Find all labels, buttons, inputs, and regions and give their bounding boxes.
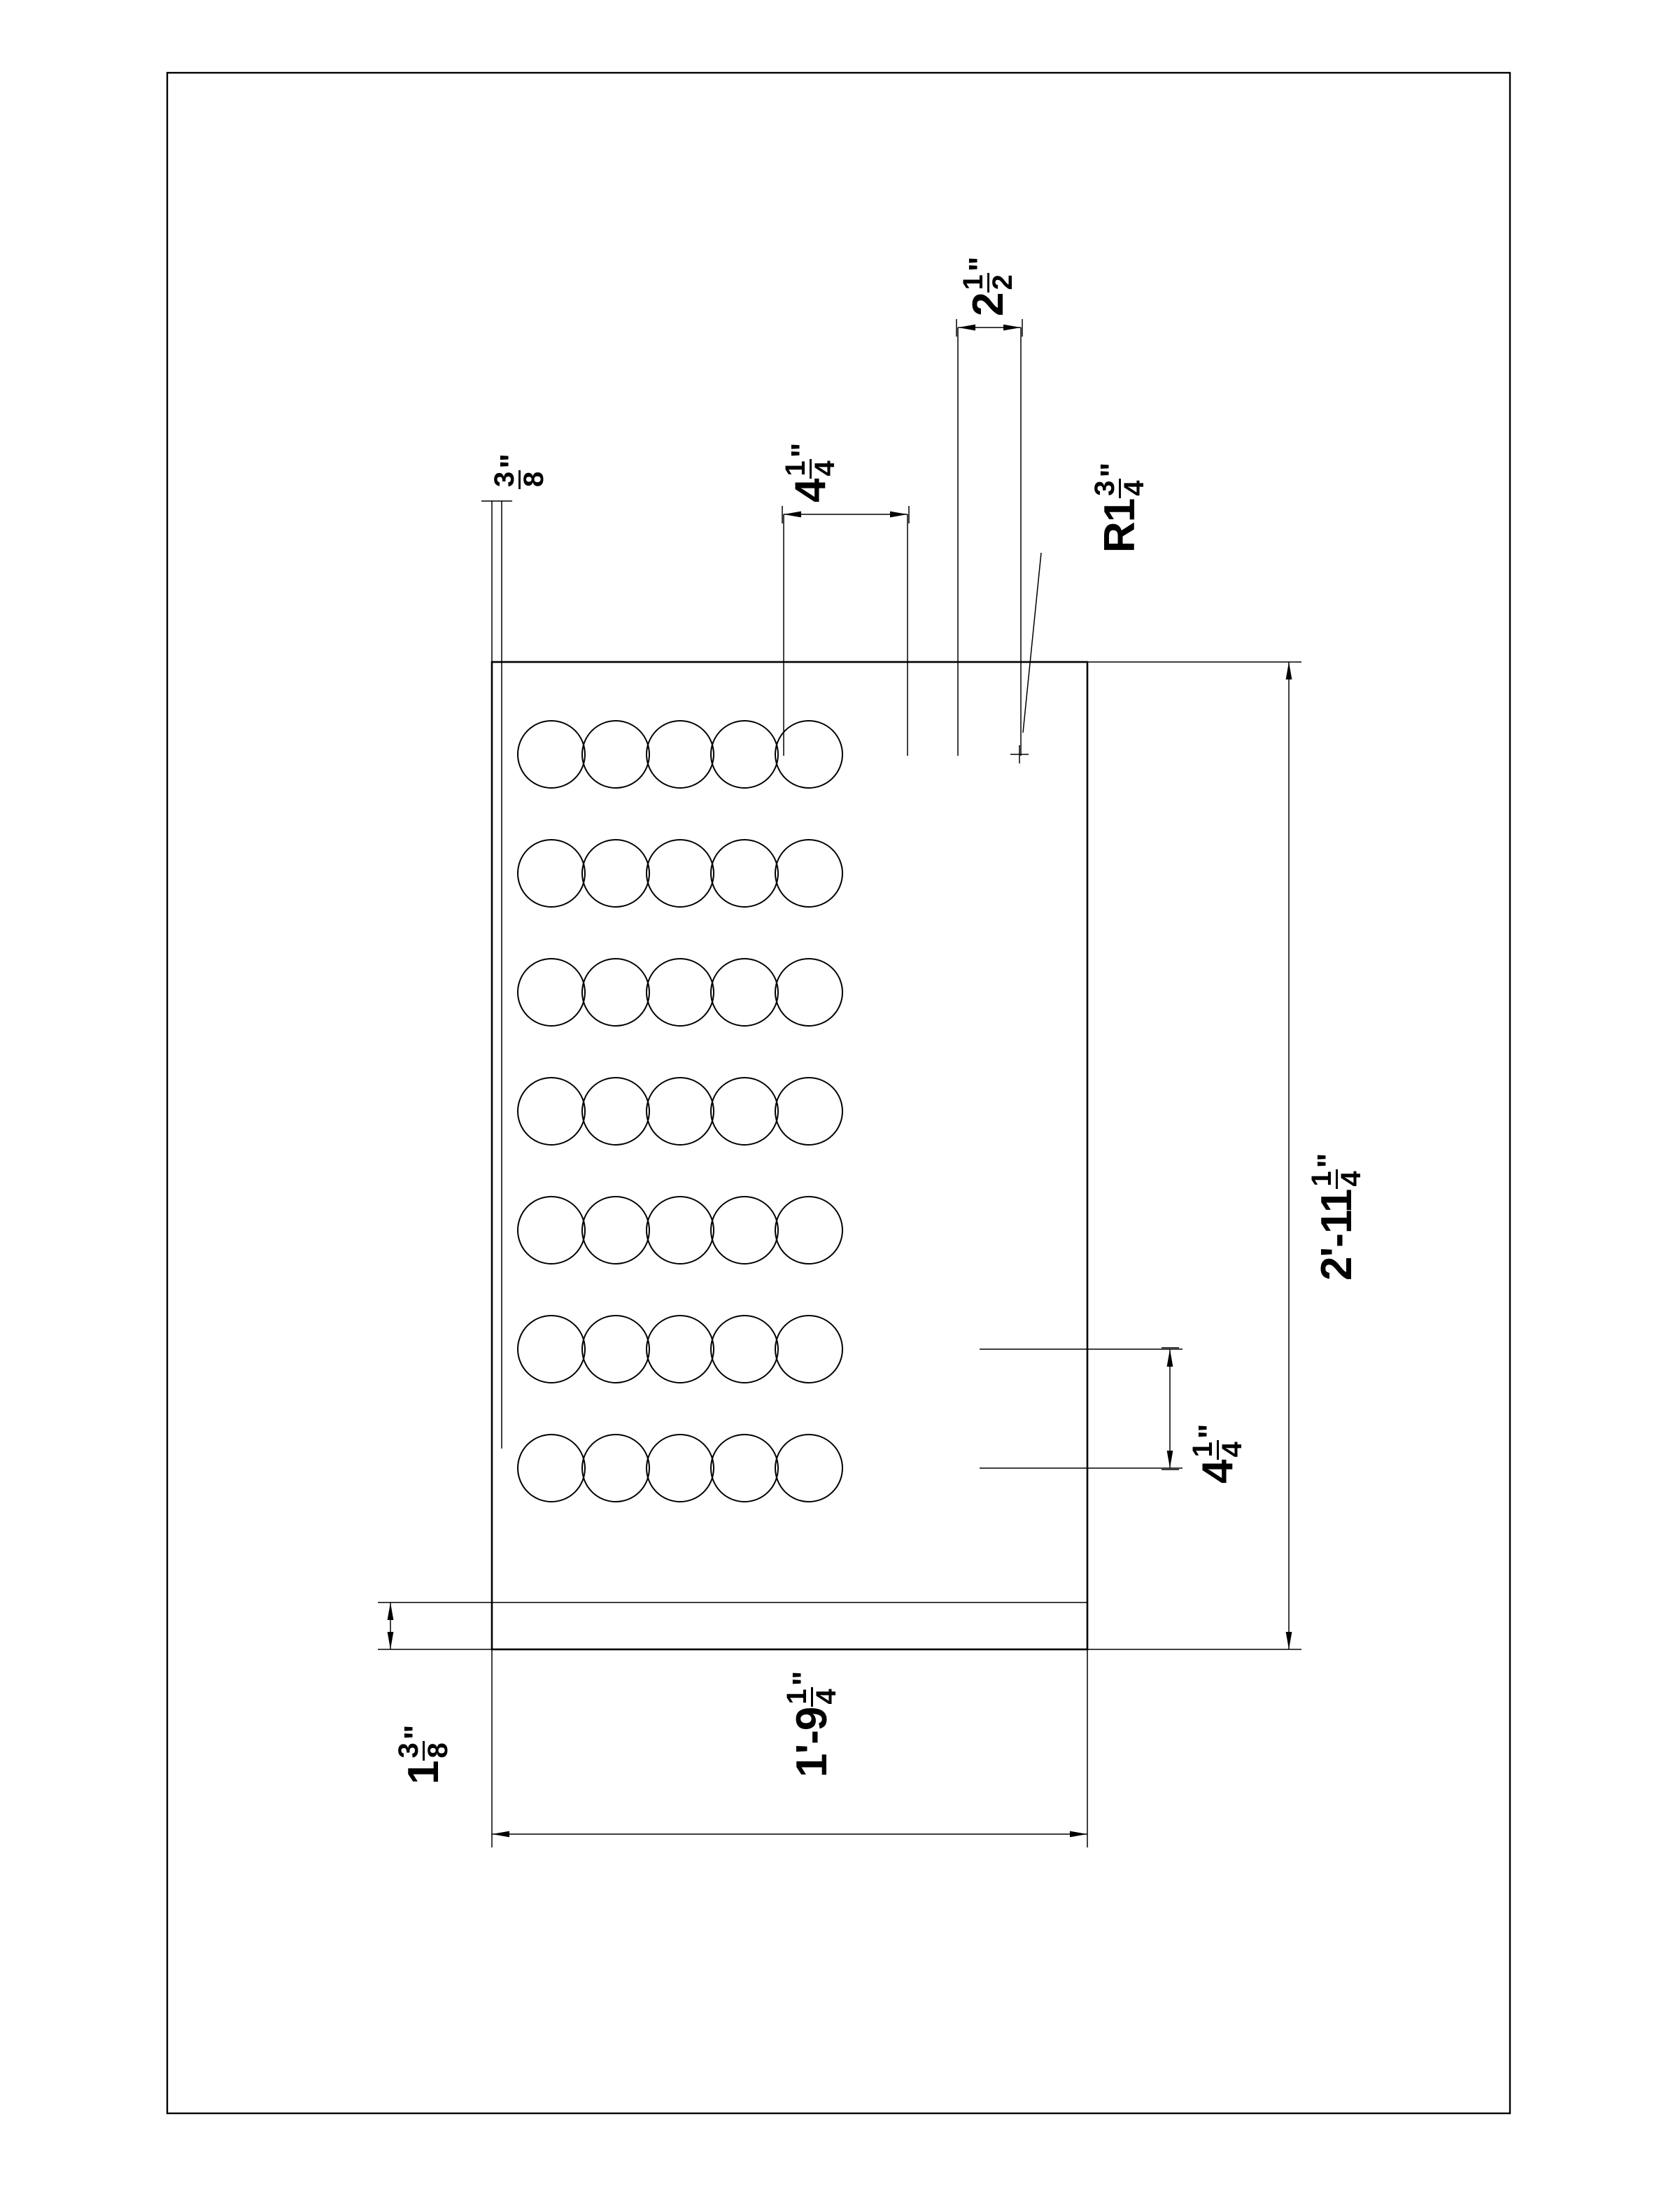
leader-line-radius — [1022, 552, 1042, 733]
hole — [710, 1315, 779, 1383]
dim-inch-mark: " — [1310, 1153, 1347, 1169]
dim-fraction: 3 8 — [489, 470, 549, 489]
hole — [517, 720, 586, 789]
dim-whole-number: 1 — [1095, 498, 1144, 523]
dim-whole-number: 4 — [1193, 1460, 1242, 1484]
dimension-label-edge-margin-top: 3 8 " — [489, 453, 549, 490]
hole — [581, 839, 650, 908]
hole — [710, 1077, 779, 1146]
dim-inch-mark: " — [1191, 1424, 1228, 1439]
hole — [581, 958, 650, 1027]
dim-whole-number: 2 — [963, 293, 1012, 316]
hole — [517, 1434, 586, 1502]
hole — [517, 1077, 586, 1146]
hole — [775, 1196, 843, 1264]
dim-inch-mark: " — [397, 1725, 434, 1740]
plate-outline — [490, 661, 1089, 1651]
dim-inch-mark: " — [1093, 463, 1130, 478]
dim-whole-number: 1 — [399, 1761, 448, 1784]
hole — [646, 1315, 714, 1383]
hole — [646, 1196, 714, 1264]
dim-fraction: 3 8 — [393, 1741, 453, 1761]
dim-fraction: 1 2 — [958, 273, 1018, 293]
dim-fraction: 1 4 — [1187, 1440, 1248, 1460]
dimension-label-hole-spacing-horizontal-top: 4 1 4 " — [780, 443, 840, 502]
hole — [646, 839, 714, 908]
hole — [581, 1196, 650, 1264]
hole — [710, 1196, 779, 1264]
sheet-border — [166, 71, 1511, 2115]
dim-fraction: 1 4 — [1306, 1169, 1367, 1189]
dim-inch-mark: " — [785, 1671, 822, 1686]
dim-inch-mark: " — [784, 443, 821, 458]
dim-whole-number: 4 — [786, 479, 835, 502]
hole — [775, 1315, 843, 1383]
dim-radius-prefix: R — [1095, 522, 1144, 553]
dim-fraction: 1 4 — [780, 459, 840, 479]
dim-fraction: 3 4 — [1089, 479, 1150, 498]
dimension-label-edge-margin-bottom: 1 3 8 " — [393, 1725, 453, 1784]
dim-feet-inches: 1'-9 — [787, 1707, 836, 1777]
dimension-label-overall-height: 2'-11 1 4 " — [1306, 1153, 1367, 1281]
hole — [710, 839, 779, 908]
dimension-label-hole-spacing-vertical-top: 2 1 2 " — [958, 257, 1018, 316]
hole — [581, 1315, 650, 1383]
hole — [581, 1077, 650, 1146]
dimension-label-overall-width: 1'-9 1 4 " — [782, 1671, 842, 1777]
hole-grid — [517, 720, 843, 1502]
dim-inch-mark: " — [493, 453, 530, 469]
hole — [775, 720, 843, 789]
hole — [646, 958, 714, 1027]
hole — [775, 1434, 843, 1502]
hole — [517, 958, 586, 1027]
hole — [710, 1434, 779, 1502]
dimension-label-hole-radius: R 1 3 4 " — [1089, 463, 1150, 553]
hole — [581, 720, 650, 789]
hole — [775, 1077, 843, 1146]
hole — [517, 1196, 586, 1264]
dim-inch-mark: " — [961, 257, 998, 272]
hole — [646, 1434, 714, 1502]
hole — [775, 958, 843, 1027]
dim-feet-inches: 2'-11 — [1312, 1189, 1361, 1281]
hole — [517, 839, 586, 908]
hole — [517, 1315, 586, 1383]
hole — [646, 720, 714, 789]
hole — [710, 720, 779, 789]
hole — [710, 958, 779, 1027]
hole — [581, 1434, 650, 1502]
dimension-label-hole-spacing-vertical-bottom: 4 1 4 " — [1187, 1424, 1248, 1484]
hole — [646, 1077, 714, 1146]
dim-fraction: 1 4 — [782, 1687, 842, 1707]
hole — [775, 839, 843, 908]
